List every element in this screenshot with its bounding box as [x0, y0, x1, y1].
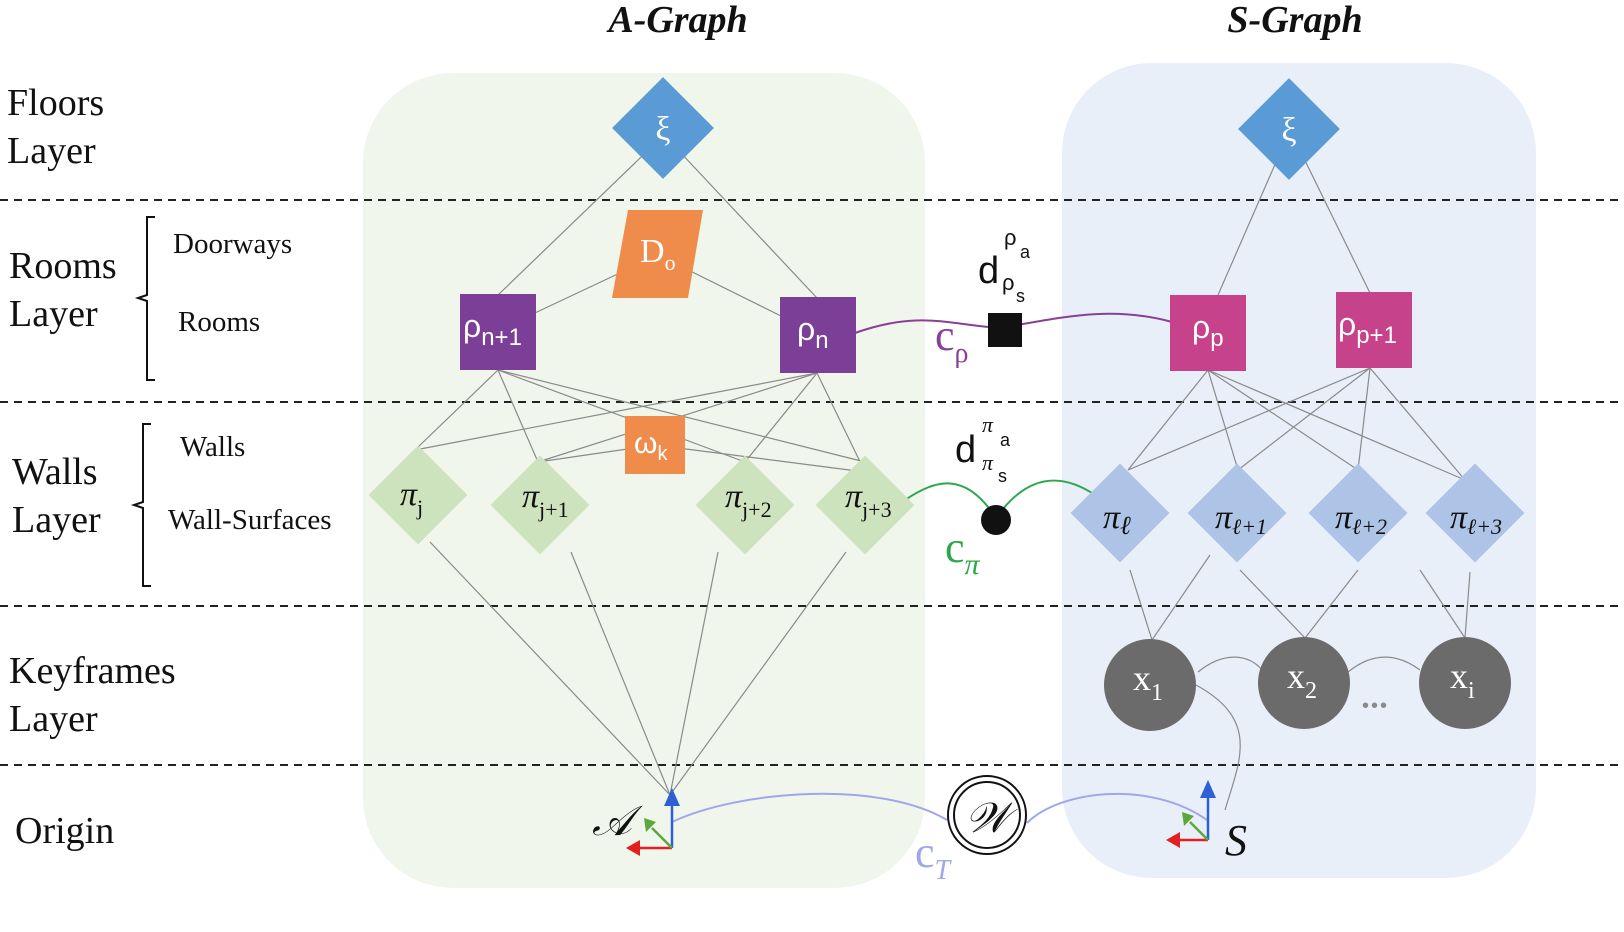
- svg-text:πj+3: πj+3: [845, 478, 892, 522]
- walls-sublabel: Walls: [180, 431, 245, 463]
- wall-surfaces-sublabel: Wall-Surfaces: [168, 504, 332, 536]
- s-graph-title: S-Graph: [1227, 0, 1362, 41]
- doorway-node: Do: [612, 210, 703, 298]
- svg-text:π: π: [982, 450, 994, 475]
- a-surface-node-j-plus-3: πj+3: [815, 455, 915, 555]
- a-surface-node-j-plus-1: πj+1: [490, 455, 590, 555]
- svg-text:ωk: ωk: [634, 427, 668, 465]
- svg-text:Layer: Layer: [12, 499, 101, 541]
- svg-text:a: a: [1020, 242, 1031, 262]
- s-graph-background: [1062, 63, 1536, 878]
- s-room-node-p: ρp: [1170, 295, 1246, 371]
- walls-layer-label: Walls Layer: [12, 451, 101, 541]
- walls-bracket: [130, 423, 151, 587]
- a-graph-background: [363, 73, 925, 888]
- world-frame-node: 𝒲: [947, 775, 1027, 855]
- svg-text:πj: πj: [400, 476, 423, 520]
- svg-text:Keyframes: Keyframes: [9, 650, 176, 692]
- svg-text:πℓ+2: πℓ+2: [1335, 499, 1387, 539]
- keyframe-ellipsis: •••: [1362, 695, 1389, 717]
- svg-text:d: d: [978, 250, 999, 292]
- svg-text:ρn+1: ρn+1: [463, 308, 522, 351]
- a-surface-node-j-plus-2: πj+2: [695, 455, 795, 555]
- plane-constraint-factor: [981, 505, 1011, 535]
- transform-constraint-edge-s: [1026, 792, 1208, 824]
- svg-text:s: s: [998, 466, 1007, 486]
- svg-text:Rooms: Rooms: [9, 245, 117, 287]
- svg-text:πℓ+3: πℓ+3: [1450, 499, 1502, 539]
- room-constraint-label: cρ: [935, 311, 969, 369]
- keyframe-node-1: x1: [1104, 639, 1196, 731]
- svg-text:ρn: ρn: [797, 311, 829, 354]
- wall-node: ωk: [625, 416, 685, 474]
- s-floor-node: ξ: [1238, 78, 1340, 180]
- s-frame-label: S: [1225, 816, 1247, 865]
- svg-text:Walls: Walls: [12, 451, 98, 493]
- plane-constraint-label: cπ: [945, 523, 981, 581]
- s-graph-edges: [1127, 129, 1471, 811]
- room-distance-label: d ρ a ρ s: [978, 225, 1031, 306]
- a-frame-axes: [626, 788, 680, 856]
- room-constraint-factor: [988, 313, 1022, 347]
- a-room-node-n-plus-1: ρn+1: [460, 294, 536, 370]
- svg-text:xi: xi: [1450, 656, 1475, 704]
- s-frame-axes: [1166, 780, 1216, 848]
- svg-text:ρp+1: ρp+1: [1338, 306, 1397, 349]
- svg-text:ρ: ρ: [1004, 225, 1017, 250]
- svg-text:Floors: Floors: [7, 82, 104, 124]
- keyframe-node-2: x2: [1258, 637, 1350, 729]
- svg-text:ξ: ξ: [655, 111, 670, 148]
- svg-text:Layer: Layer: [7, 130, 96, 172]
- svg-text:π: π: [982, 412, 994, 437]
- svg-text:πℓ: πℓ: [1103, 499, 1131, 540]
- s-room-node-p-plus-1: ρp+1: [1336, 292, 1412, 368]
- transform-constraint-label: cT: [915, 828, 953, 886]
- svg-text:πℓ+1: πℓ+1: [1215, 499, 1267, 539]
- svg-text:d: d: [955, 429, 976, 471]
- a-room-node-n: ρn: [780, 297, 856, 373]
- a-graph-title: A-Graph: [606, 0, 747, 41]
- transform-constraint-edge-a: [671, 792, 948, 823]
- keyframe-node-i: xi: [1419, 637, 1511, 729]
- keyframes-layer-label: Keyframes Layer: [9, 650, 176, 740]
- svg-text:Layer: Layer: [9, 293, 98, 335]
- svg-text:s: s: [1016, 286, 1025, 306]
- svg-text:ξ: ξ: [1281, 112, 1296, 149]
- svg-text:ρp: ρp: [1192, 309, 1224, 352]
- doorways-sublabel: Doorways: [173, 228, 292, 260]
- svg-text:πj+1: πj+1: [522, 478, 569, 522]
- svg-text:Layer: Layer: [9, 698, 98, 740]
- svg-text:ρ: ρ: [1002, 270, 1015, 295]
- plane-distance-label: d π a π s: [955, 412, 1011, 486]
- svg-text:x2: x2: [1287, 656, 1317, 704]
- origin-layer-label: Origin: [15, 810, 114, 852]
- rooms-sublabel: Rooms: [178, 306, 260, 338]
- floors-layer-label: Floors Layer: [7, 82, 104, 172]
- rooms-bracket: [134, 216, 155, 381]
- rooms-layer-label: Rooms Layer: [9, 245, 117, 335]
- svg-text:a: a: [1000, 430, 1011, 450]
- svg-text:x1: x1: [1133, 658, 1163, 706]
- svg-text:Do: Do: [640, 233, 676, 275]
- svg-text:πj+2: πj+2: [725, 478, 772, 522]
